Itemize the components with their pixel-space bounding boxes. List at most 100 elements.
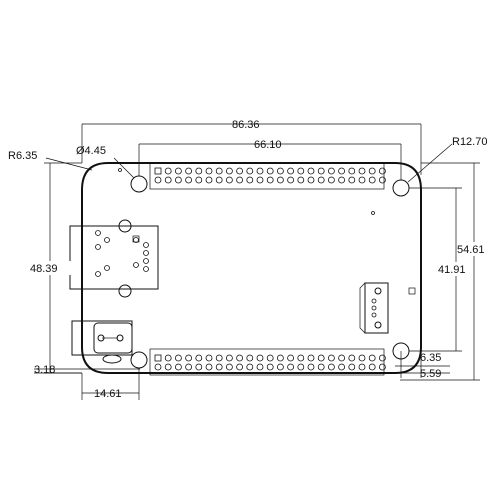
header-top-pin — [276, 167, 284, 175]
header-bottom-pin — [338, 363, 346, 371]
dim-corner-radius-large: R12.70 — [407, 136, 487, 183]
dim-header-span-label: 66.10 — [254, 139, 282, 151]
header-bottom-pin — [185, 354, 193, 362]
header-top-pin — [358, 176, 366, 184]
header-bottom-pin — [246, 354, 254, 362]
dim-corner-radius-small-label: R6.35 — [8, 150, 37, 162]
header-top-pin — [154, 167, 162, 175]
pin-header-top — [154, 167, 386, 184]
header-top-pin — [215, 167, 223, 175]
header-bottom-pin — [205, 363, 213, 371]
header-top-pin — [317, 167, 325, 175]
usb-connector — [359, 282, 416, 334]
header-bottom-pin — [266, 363, 274, 371]
header-top-pin — [195, 176, 203, 184]
dim-board-height: 48.39 — [28, 162, 82, 374]
header-bottom-pin — [348, 354, 356, 362]
header-bottom-pin — [185, 363, 193, 371]
header-bottom-pin — [195, 354, 203, 362]
dim-right-offset-b-label: 5.59 — [420, 368, 441, 380]
header-top-pin — [164, 176, 172, 184]
header-bottom-pin — [164, 354, 172, 362]
power-jack — [71, 320, 133, 364]
dim-bottom-offset: 3.18 — [34, 364, 140, 376]
dim-hole-diameter-label: Ø4.45 — [76, 145, 106, 157]
header-top-pin — [225, 167, 233, 175]
header-bottom-pin — [287, 354, 295, 362]
header-bottom-pin — [246, 363, 254, 371]
header-bottom-pin — [256, 354, 264, 362]
header-top-pin — [236, 167, 244, 175]
dim-hole-height: 41.91 — [409, 187, 473, 352]
dim-connector-width-label: 14.61 — [94, 388, 122, 400]
header-bottom-pin — [317, 363, 325, 371]
header-bottom-pin — [164, 363, 172, 371]
dim-connector-width: 14.61 — [81, 368, 140, 400]
header-bottom-pin — [307, 363, 315, 371]
header-bottom-pin — [205, 354, 213, 362]
mounting-holes — [130, 175, 410, 369]
header-bottom-pin — [358, 363, 366, 371]
header-top-pin — [317, 176, 325, 184]
header-top-pin — [246, 167, 254, 175]
header-bottom-pin — [378, 363, 386, 371]
header-top-pin — [378, 176, 386, 184]
header-bottom-pin — [236, 363, 244, 371]
header-bottom-pin — [236, 354, 244, 362]
header-bottom-pin — [195, 363, 203, 371]
header-top-pin — [307, 176, 315, 184]
dim-hole-diameter: Ø4.45 — [76, 145, 135, 179]
dim-right-offset-a-label: 6.35 — [420, 352, 441, 364]
header-top-pin — [174, 167, 182, 175]
header-top-pin — [327, 176, 335, 184]
header-bottom-pin — [317, 354, 325, 362]
header-top-pin — [338, 167, 346, 175]
header-top-pin — [164, 167, 172, 175]
header-top-pin — [195, 167, 203, 175]
header-bottom-pin — [225, 363, 233, 371]
header-bottom-pin — [297, 354, 305, 362]
header-bottom-pin — [174, 354, 182, 362]
header-top-pin — [256, 176, 264, 184]
header-bottom-pin — [307, 354, 315, 362]
dim-right-offsets: 6.35 5.59 — [395, 351, 450, 380]
header-top-pin — [246, 176, 254, 184]
dim-overall-length-label: 86.36 — [232, 119, 260, 131]
header-bottom-pin — [338, 354, 346, 362]
header-bottom-pin — [358, 354, 366, 362]
dim-outer-height: 54.61 — [400, 162, 495, 381]
header-top-pin — [307, 167, 315, 175]
dim-outer-height-label: 54.61 — [457, 244, 485, 256]
header-bottom-pin — [215, 363, 223, 371]
header-bottom-pin — [174, 363, 182, 371]
header-bottom-pin — [287, 363, 295, 371]
header-top-pin — [358, 167, 366, 175]
header-top-pin — [236, 176, 244, 184]
header-top-pin — [378, 167, 386, 175]
header-bottom-pin — [368, 363, 376, 371]
mounting-hole-top-left — [130, 175, 148, 193]
dim-header-span: 66.10 — [138, 139, 402, 180]
header-top-pin — [154, 176, 162, 184]
header-bottom-pin — [297, 363, 305, 371]
header-bottom-pin — [327, 354, 335, 362]
dim-corner-radius-large-label: R12.70 — [452, 136, 487, 148]
header-bottom-pin — [154, 363, 162, 371]
header-top-pin — [368, 167, 376, 175]
header-bottom-pin — [154, 354, 162, 362]
mounting-hole-bottom-left — [130, 351, 148, 369]
header-top-pin — [297, 176, 305, 184]
header-top-pin — [205, 176, 213, 184]
header-top-pin — [327, 167, 335, 175]
header-bottom-pin — [276, 363, 284, 371]
header-bottom-outline — [149, 348, 385, 376]
header-top-pin — [348, 176, 356, 184]
header-top-pin — [297, 167, 305, 175]
header-bottom-pin — [348, 363, 356, 371]
header-top-outline — [149, 162, 385, 190]
dim-overall-length: 86.36 — [81, 119, 422, 175]
header-top-pin — [215, 176, 223, 184]
header-top-pin — [348, 167, 356, 175]
header-bottom-pin — [225, 354, 233, 362]
